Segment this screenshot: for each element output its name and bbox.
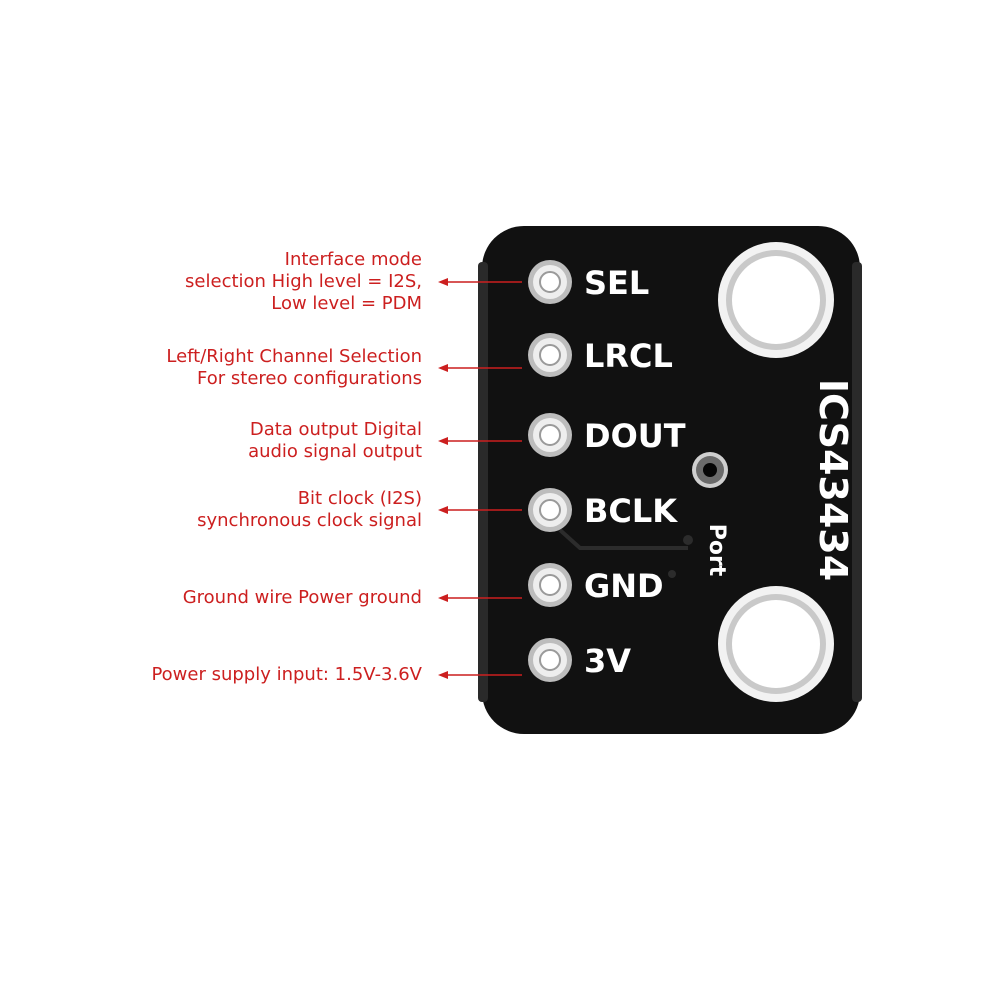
silkscreen-line-2: I2S Mic xyxy=(857,403,901,558)
pin-hole xyxy=(539,344,561,366)
description-line: Interface mode xyxy=(284,249,422,270)
mounting-hole-top xyxy=(718,242,834,358)
mounting-hole-bottom xyxy=(718,586,834,702)
pin-hole xyxy=(539,649,561,671)
pin-label-lrcl: LRCL xyxy=(584,337,673,375)
arrow-sel xyxy=(438,278,522,286)
arrow-dout xyxy=(438,437,522,445)
silkscreen-line-1: ICS43434 xyxy=(811,379,855,581)
trace-via-2 xyxy=(668,570,676,578)
description-line: Left/Right Channel Selection xyxy=(166,346,422,367)
pin-hole xyxy=(539,271,561,293)
pin-description-bclk: Bit clock (I2S)synchronous clock signal xyxy=(197,488,422,532)
pin-sel: SEL xyxy=(528,260,649,304)
pin-dout: DOUT xyxy=(528,413,686,457)
arrow-head xyxy=(438,594,448,602)
annotation-arrows xyxy=(438,278,522,679)
pin-lrcl: LRCL xyxy=(528,333,673,377)
description-line: Ground wire Power ground xyxy=(182,587,422,608)
pin-label-bclk: BCLK xyxy=(584,492,678,530)
mic-port-hole xyxy=(692,452,728,488)
trace-via xyxy=(683,535,693,545)
arrow-lrcl xyxy=(438,364,522,372)
description-line: For stereo configurations xyxy=(197,368,422,389)
arrow-head xyxy=(438,671,448,679)
arrow-head xyxy=(438,506,448,514)
pin-gnd: GND xyxy=(528,563,664,607)
description-line: Power supply input: 1.5V-3.6V xyxy=(151,664,422,685)
pin-label-gnd: GND xyxy=(584,567,664,605)
pin-3v: 3V xyxy=(528,638,631,682)
pcb-edge-left xyxy=(478,262,488,702)
arrow-gnd xyxy=(438,594,522,602)
pin-description-gnd: Ground wire Power ground xyxy=(183,587,422,609)
pin-description-3v: Power supply input: 1.5V-3.6V xyxy=(151,664,422,686)
arrow-head xyxy=(438,364,448,372)
pin-hole xyxy=(539,574,561,596)
description-line: audio signal output xyxy=(248,441,422,462)
arrow-head xyxy=(438,278,448,286)
pin-hole xyxy=(539,424,561,446)
pin-label-dout: DOUT xyxy=(584,417,686,455)
pin-label-sel: SEL xyxy=(584,264,649,302)
bclk-trace xyxy=(558,528,688,550)
pin-label-3v: 3V xyxy=(584,642,631,680)
pin-header: SEL LRCL DOUT BCLK GND 3V xyxy=(528,260,686,682)
port-label: Port xyxy=(704,524,729,577)
pin-hole xyxy=(539,499,561,521)
description-line: Data output Digital xyxy=(249,419,422,440)
arrow-bclk xyxy=(438,506,522,514)
pcb-edge-right xyxy=(852,262,862,702)
description-line: Low level = PDM xyxy=(271,293,422,314)
description-line: synchronous clock signal xyxy=(197,510,422,531)
description-line: Bit clock (I2S) xyxy=(297,488,422,509)
arrow-3v xyxy=(438,671,522,679)
description-line: selection High level = I2S, xyxy=(185,271,422,292)
pin-bclk: BCLK xyxy=(528,488,678,532)
arrow-head xyxy=(438,437,448,445)
